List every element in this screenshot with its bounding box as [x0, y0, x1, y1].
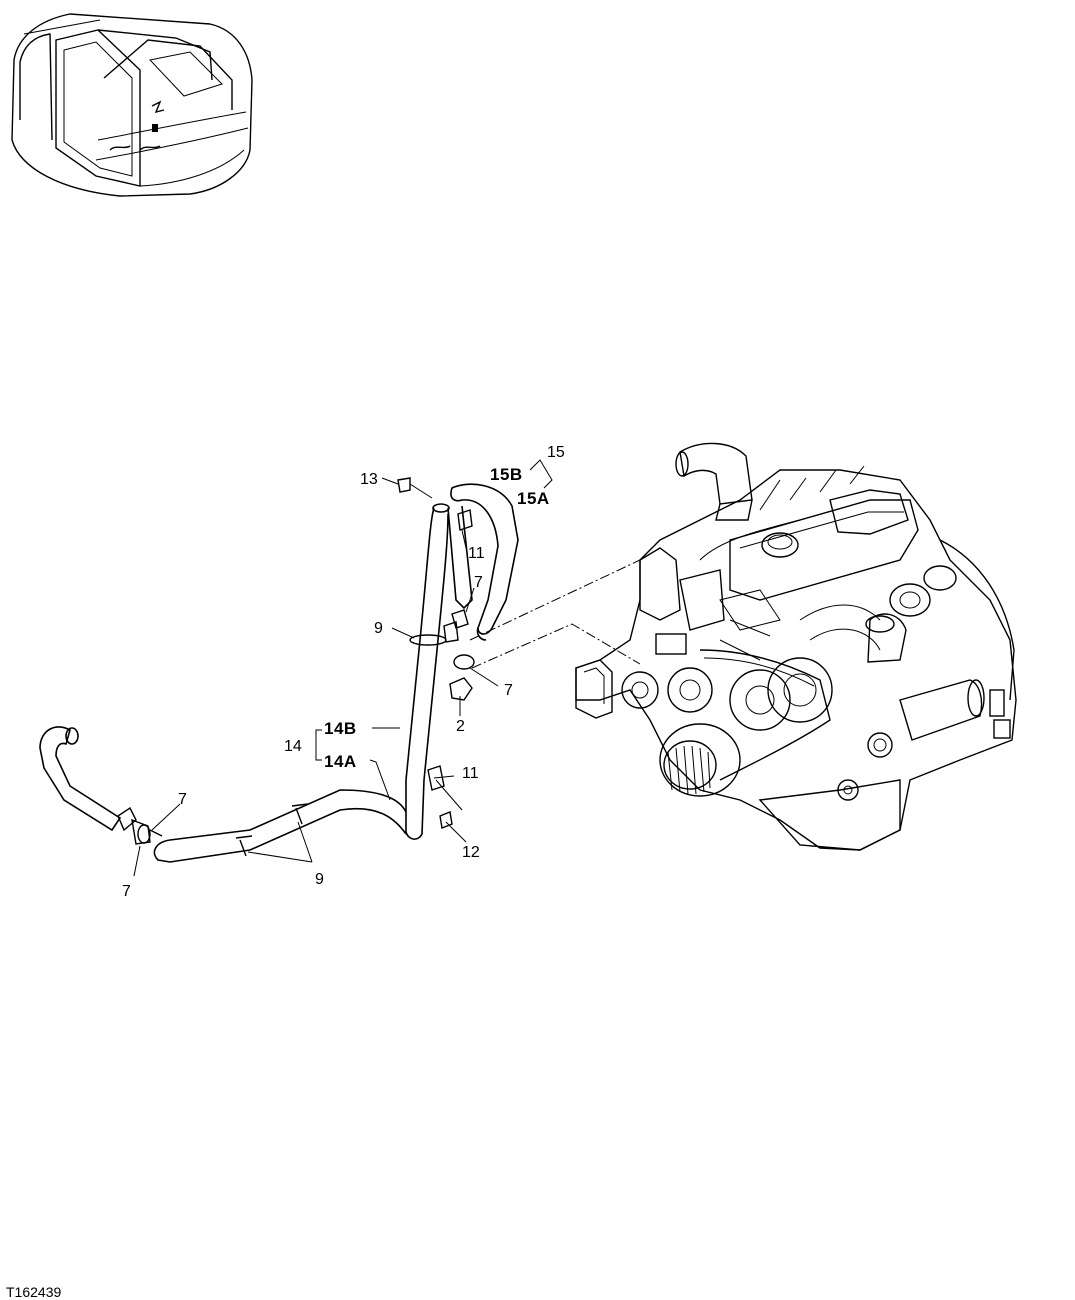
- clip-11-upper: [457, 509, 473, 531]
- connection-leader-lines: [469, 559, 641, 669]
- callout-13: 13: [360, 471, 378, 488]
- callout-14: 14: [284, 738, 302, 755]
- callout-7-upper: 7: [474, 574, 483, 591]
- callout-14b: 14B: [324, 719, 357, 738]
- machine-locator-illustration: [11, 13, 253, 197]
- engine-assembly-illustration: [575, 442, 1017, 851]
- hose-14b: [405, 507, 449, 840]
- callout-leaders: [133, 459, 553, 877]
- callout-7-left-upper: 7: [178, 791, 187, 808]
- callout-7-left-lower: 7: [122, 883, 131, 900]
- callout-7-mid: 7: [504, 682, 513, 699]
- bolt-12: [439, 811, 453, 829]
- heater-hose-assembly: [39, 477, 519, 863]
- callout-15a: 15A: [517, 489, 550, 508]
- fitting-7-upper: [451, 609, 469, 629]
- callout-9-left: 9: [374, 620, 383, 637]
- hose-left-end: [39, 726, 122, 832]
- figure-id: T162439: [6, 1284, 61, 1300]
- callout-15: 15: [547, 444, 565, 461]
- callout-11-upper: 11: [468, 545, 485, 562]
- fitting-2: [449, 677, 473, 701]
- callout-14a: 14A: [324, 752, 357, 771]
- callout-12: 12: [462, 844, 480, 861]
- callout-15b: 15B: [490, 465, 523, 484]
- callout-9-bottom: 9: [315, 871, 324, 888]
- callout-11-lower: 11: [462, 765, 479, 782]
- hose-14a: [153, 789, 407, 863]
- fitting-7-mid: [453, 654, 475, 670]
- callout-2: 2: [456, 718, 465, 735]
- clamp-9-upper: [409, 634, 447, 646]
- callout-labels: 13 15 15B 15A 11 7 9 7 2 14 14B 14A 11 1…: [122, 444, 565, 900]
- bolt-13: [397, 477, 411, 493]
- clip-11-lower: [427, 765, 445, 791]
